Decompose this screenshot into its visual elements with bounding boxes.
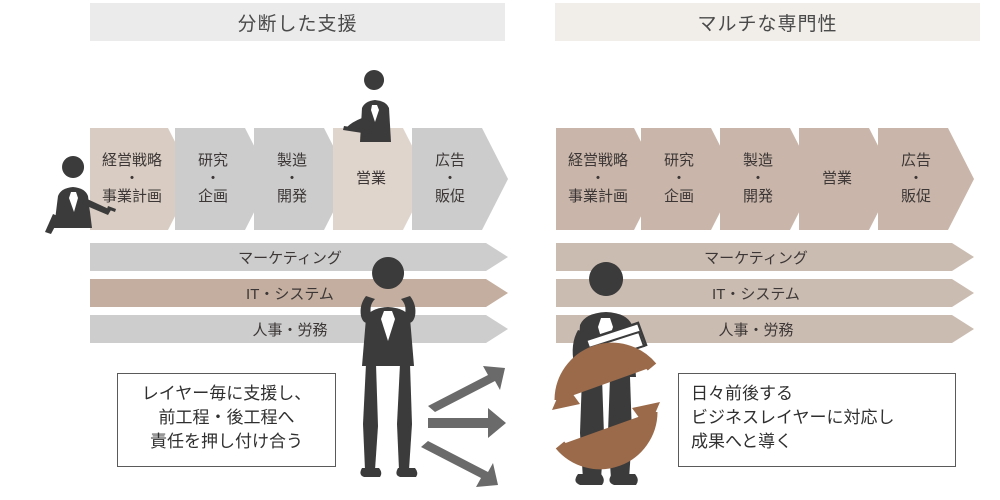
right-layer-it-system-label: IT・システム [712, 285, 800, 303]
right-caption-box: 日々前後する ビジネスレイヤーに対応し 成果へと導く [678, 373, 956, 467]
right-chevron-advertising-label: 広告 ・ 販促 [900, 152, 931, 205]
diverging-arrow-right [428, 408, 506, 438]
left-caption-box: レイヤー毎に支援し、 前工程・後工程へ 責任を押し付け合う [117, 373, 336, 467]
right-panel-title: マルチな専門性 [697, 13, 838, 35]
cyclical-circular-arrow [552, 342, 660, 470]
right-chevron-strategy-label: 経営戦略 ・ 事業計画 [567, 152, 628, 205]
left-layer-hr-labor-label: 人事・労務 [252, 321, 328, 339]
right-layer-hr-labor: 人事・労務 [556, 315, 974, 343]
left-chevron-advertising: 広告 ・ 販促 [412, 128, 508, 230]
left-layer-it-system-label: IT・システム [246, 285, 334, 303]
left-chevron-strategy-label: 経営戦略 ・ 事業計画 [101, 152, 162, 205]
left-panel-header: 分断した支援 [90, 3, 505, 41]
left-layer-it-system: IT・システム [90, 279, 508, 307]
right-layer-hr-labor-label: 人事・労務 [718, 321, 794, 339]
left-layer-hr-labor: 人事・労務 [90, 315, 508, 343]
right-panel-header: マルチな専門性 [555, 3, 980, 41]
left-panel-title: 分断した支援 [237, 13, 358, 35]
right-chevron-sales-label: 営業 [821, 170, 852, 188]
right-chevron-advertising: 広告 ・ 販促 [878, 128, 974, 230]
diverging-arrow-down-right [421, 441, 498, 487]
diverging-arrow-up-right [428, 366, 505, 412]
left-layer-marketing: マーケティング [90, 243, 508, 271]
right-layer-marketing: マーケティング [556, 243, 974, 271]
right-chevron-manufacturing-label: 製造 ・ 開発 [742, 152, 773, 205]
left-chevron-research-label: 研究 ・ 企画 [197, 152, 228, 205]
left-chevron-sales-label: 営業 [355, 170, 386, 188]
right-chevron-research-label: 研究 ・ 企画 [663, 152, 694, 205]
left-chevron-manufacturing-label: 製造 ・ 開発 [276, 152, 307, 205]
right-layer-marketing-label: マーケティング [704, 249, 808, 267]
left-layer-marketing-label: マーケティング [238, 249, 342, 267]
left-chevron-advertising-label: 広告 ・ 販促 [434, 152, 465, 205]
right-layer-it-system: IT・システム [556, 279, 974, 307]
